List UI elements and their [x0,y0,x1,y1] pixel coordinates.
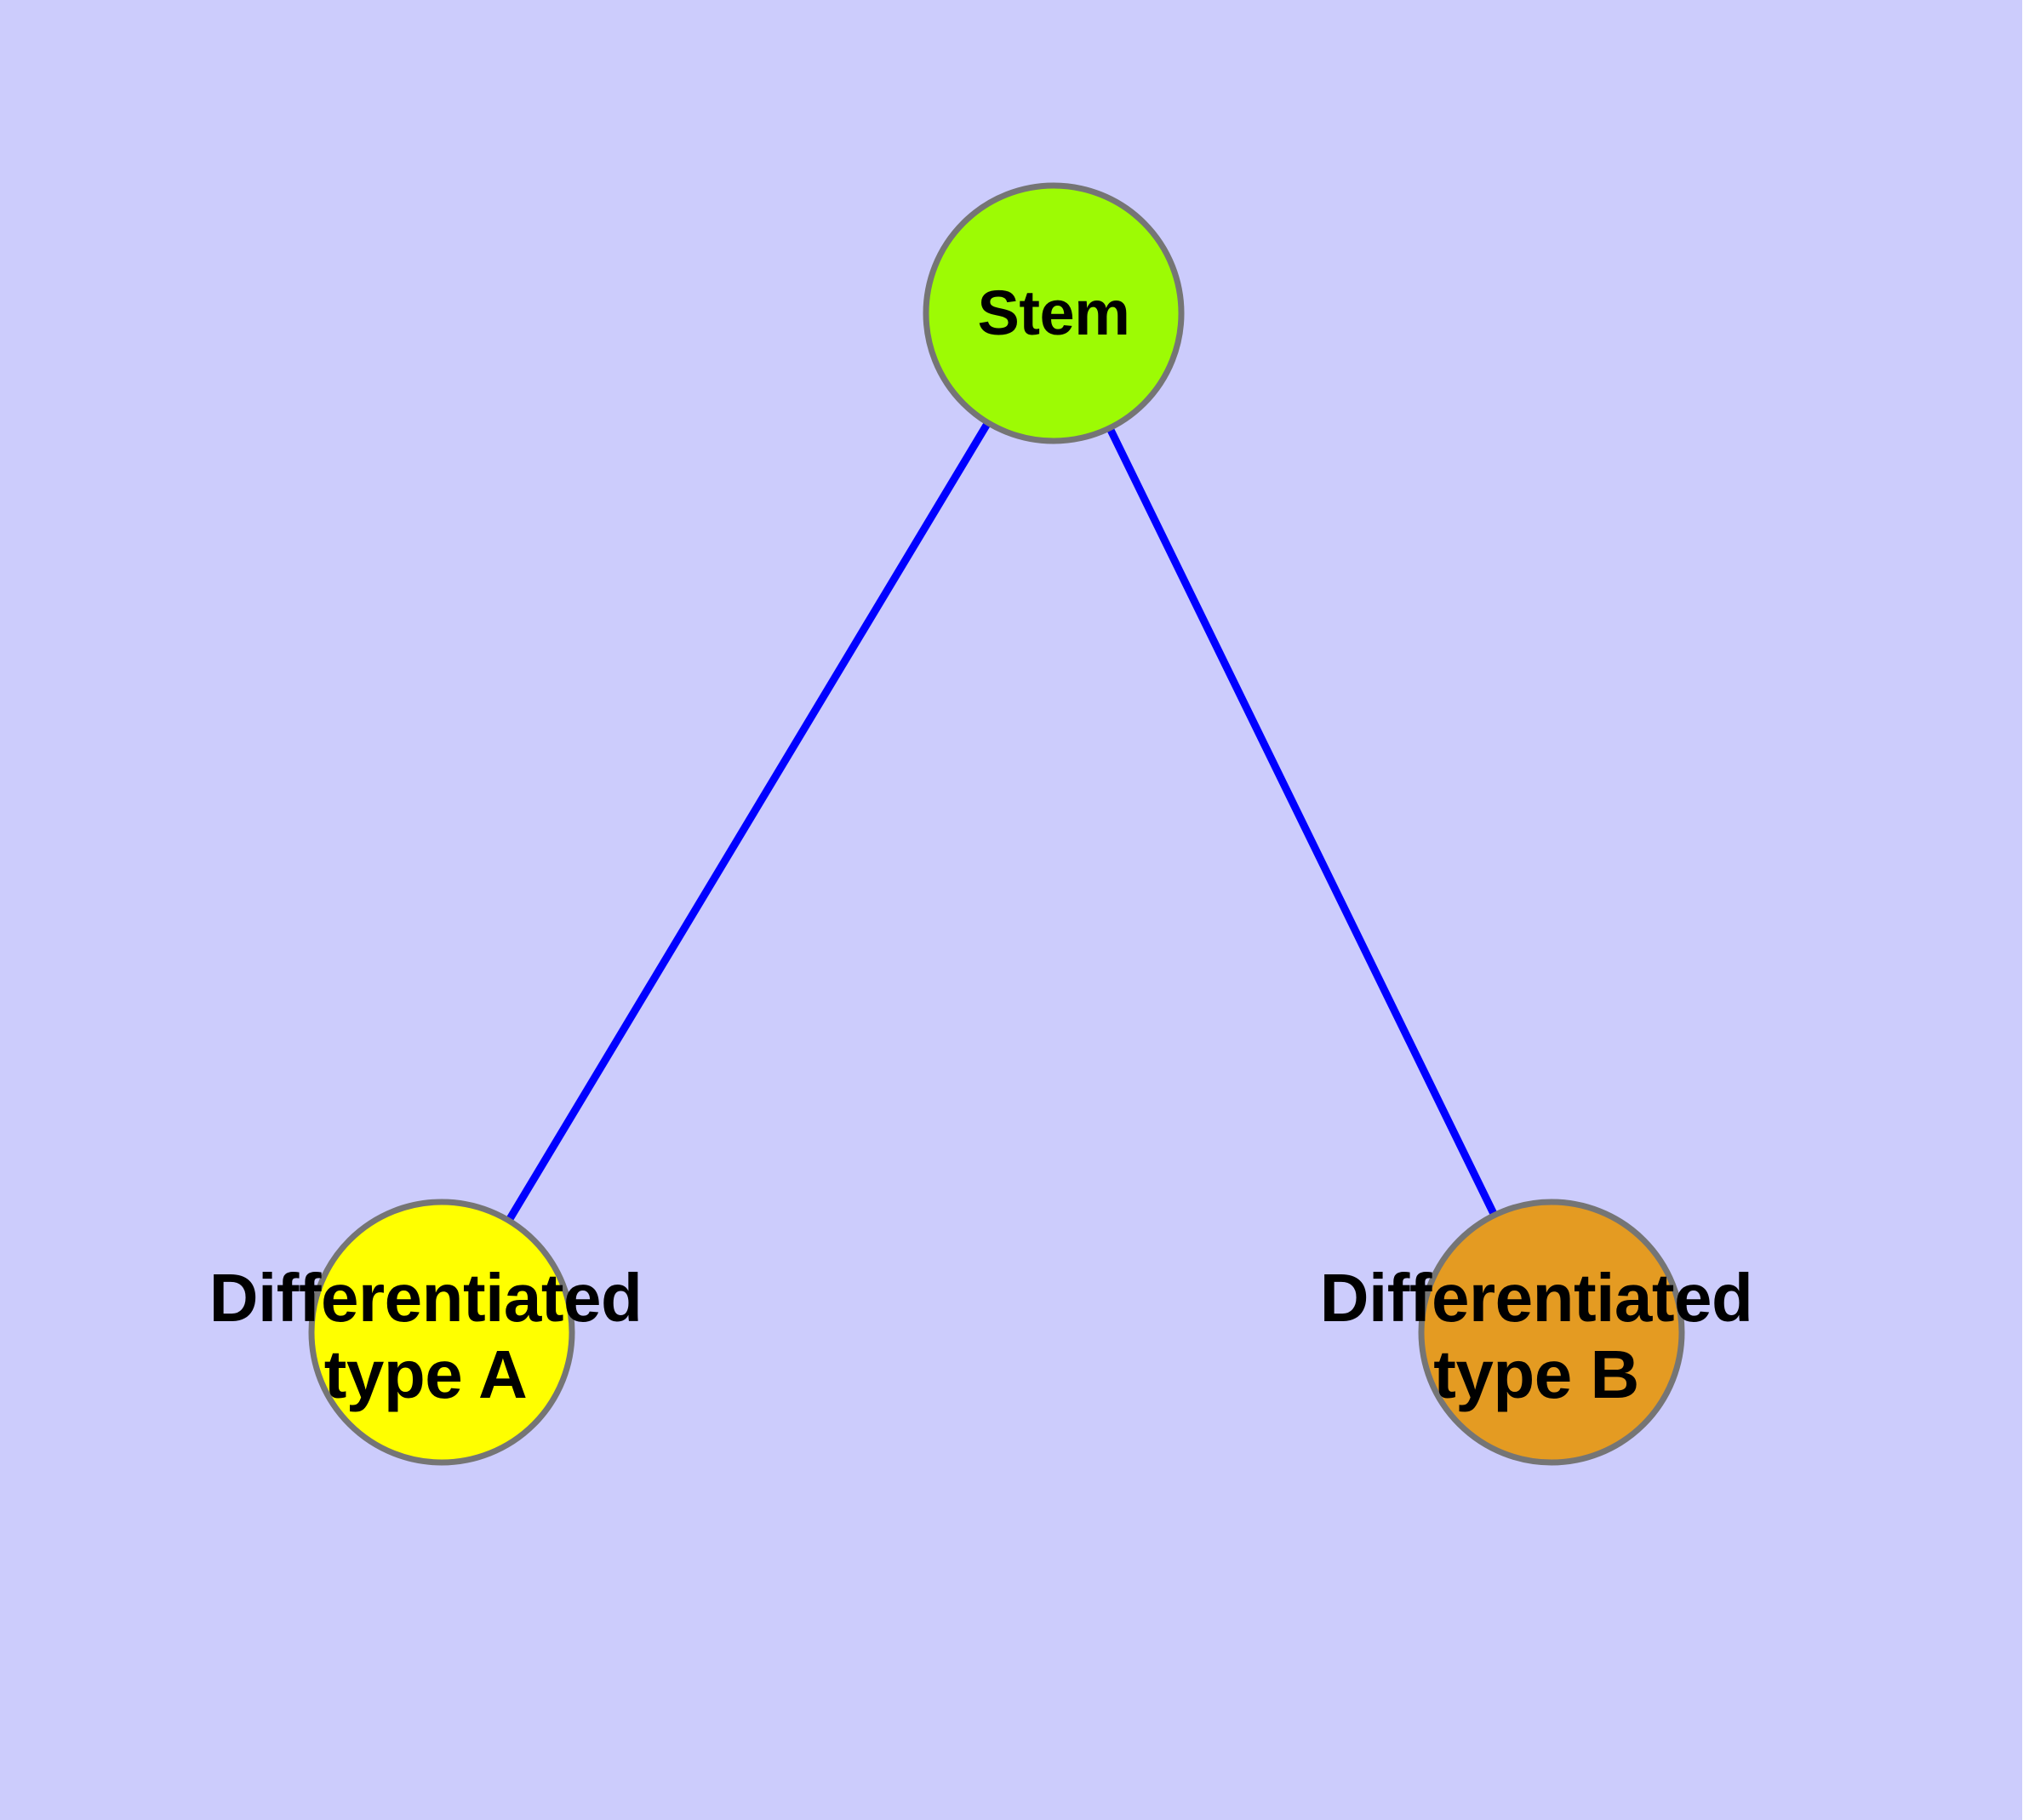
node-circle-stem[interactable] [923,182,1185,444]
edges-layer [503,417,1500,1226]
edge-stem-diff_a [503,417,993,1226]
edge-stem-diff_b [1105,423,1500,1221]
nodes-layer [308,182,1685,1466]
node-circle-diff_b[interactable] [1418,1199,1685,1466]
node-circle-diff_a[interactable] [308,1199,575,1466]
